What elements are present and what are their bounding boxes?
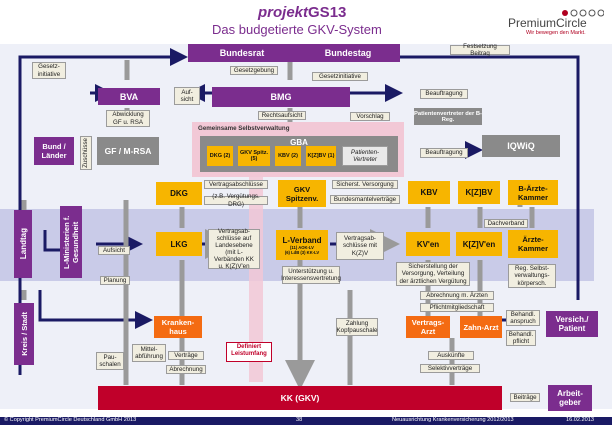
kzbv-box: K[Z]BV: [458, 181, 500, 204]
footer-date: 16.02.2013: [566, 417, 594, 423]
patientenvertreter-box: Patientenvertreter der B-Reg.: [414, 108, 482, 125]
planung-label: Planung: [100, 276, 130, 285]
l-verband-label: L-Verband: [282, 235, 322, 245]
footer-bar: © Copyright PremiumCircle Deutschland Gm…: [0, 417, 612, 425]
footer-copyright: © Copyright PremiumCircle Deutschland Gm…: [4, 417, 137, 423]
leistumfang-column: [249, 177, 263, 382]
dachverband-label: Dachverband: [484, 219, 528, 228]
vertragsab-kzv-label: Vertragsab-schlüsse mit K(Z)V: [336, 232, 384, 260]
zuschuesse-label: Zuschüsse: [80, 136, 92, 170]
zb-verguetungs-label: (z.B. Vergütungs. DRG): [204, 193, 268, 208]
gba-label: GBA: [290, 138, 308, 147]
vorschlag-label: Vorschlag: [350, 112, 390, 121]
vertragsab-landes-label: Vertragsab-schlüsse auf Landesebene (mit…: [208, 228, 260, 270]
rechtsaufsicht-label: Rechtsaufsicht: [258, 111, 306, 120]
l-verband-sub: (11) AOK-LV (6) LdB (3) KK-LV: [284, 244, 320, 255]
l-verband-box: L-Verband (11) AOK-LV (6) LdB (3) KK-LV: [276, 230, 328, 260]
festsetzung-beitrag-label: Festsetzung Beitrag: [450, 43, 510, 57]
sicherst-versorgung-label: Sicherst. Versorgung: [332, 180, 398, 189]
vertraege-label: Verträge: [168, 351, 204, 360]
abrechnung-aerzten-label: Abrechnung m. Ärzten: [420, 291, 494, 300]
footer-page: 38: [296, 417, 303, 423]
dkg-box: DKG: [156, 182, 202, 205]
zuschuesse-text: Zuschüsse: [82, 138, 90, 168]
behandl-anspruch-label: Behandl. anspruch: [506, 310, 540, 326]
gesetzinitiative-label: Gesetzinitiative: [312, 72, 368, 81]
beauftragung-top-label: Beauftragung: [420, 89, 468, 99]
beitraege-label: Beiträge: [510, 393, 540, 402]
vertragsabschluesse-label: Vertragsabschlüsse: [204, 180, 268, 189]
gemeinsame-selbstverwaltung-label: Gemeinsame Selbstverwaltung: [198, 125, 290, 132]
abwicklung-label: Abwicklung GF u. RSA: [106, 110, 150, 127]
b-aerzte-kammer-box: B-Ärzte-Kammer: [508, 180, 558, 205]
arbeitgeber-box: Arbeit-geber: [548, 385, 592, 411]
aerzte-kammer-box: Ärzte-Kammer: [508, 230, 558, 258]
pflichtmitgliedschaft-label: Pflichtmitgliedschaft: [420, 303, 494, 312]
gesetz-initiative-label: Gesetz-initiative: [32, 62, 66, 79]
pauschalen-label: Pau-schalen: [96, 352, 124, 370]
footer-topic: Neuausrichtung Krankenversicherung 2012/…: [392, 417, 514, 423]
gf-mrsa-box: GF / M-RSA: [97, 137, 159, 165]
logo-brand: PremiumCircle: [508, 16, 587, 30]
kven-box: KV'en: [406, 232, 450, 256]
gba-sub-patienten: Patienten-Vertreter: [342, 146, 388, 166]
page-title: projektGS13: [258, 5, 346, 20]
gba-sub-kzbv: K[Z]BV (1): [306, 146, 336, 166]
bundesrat-box: Bundesrat: [188, 44, 296, 62]
bva-box: BVA: [98, 88, 160, 105]
gkv-spitzenv-box: GKV Spitzenv.: [278, 180, 326, 207]
iqwig-box: IQWiQ: [482, 135, 560, 157]
logo-dots: [560, 5, 605, 17]
kreis-stadt-label: Kreis / Stadt: [19, 312, 29, 356]
title-prefix: projekt: [258, 4, 309, 21]
kk-gkv-box: KK (GKV): [98, 386, 502, 410]
aufsicht-bva-label: Auf-sicht: [174, 87, 200, 105]
versich-patient-box: Versich./ Patient: [546, 311, 598, 337]
gba-sub-kbv: KBV (2): [275, 146, 301, 166]
auskuenfte-label: Auskünfte: [428, 351, 474, 360]
kbv-box: KBV: [408, 181, 450, 204]
bmg-box: BMG: [212, 87, 350, 107]
circle-logo-icon: [562, 9, 605, 17]
aufsicht-left-label: Aufsicht: [98, 246, 130, 255]
abrechnung-label: Abrechnung: [166, 365, 206, 374]
lkg-box: LKG: [156, 232, 202, 256]
gesetzgebung-label: Gesetzgebung: [230, 66, 278, 75]
kzven-box: K[Z]V'en: [456, 232, 502, 256]
definiert-leistumfang-label: Definiert Leistumfang: [226, 342, 272, 362]
landtag-box: Landtag: [14, 210, 32, 278]
l-ministerien-box: L-Ministerien f. Gesundheit: [60, 206, 82, 278]
kreis-stadt-box: Kreis / Stadt: [14, 303, 34, 365]
gba-sub-dkg: DKG (2): [207, 146, 233, 166]
page-subtitle: Das budgetierte GKV-System: [212, 22, 382, 37]
title-suffix: GS13: [308, 4, 347, 21]
behandl-pflicht-label: Behandl. pflicht: [506, 330, 536, 346]
krankenhaus-box: Kranken-haus: [154, 316, 202, 338]
vertrags-arzt-box: Vertrags-Arzt: [406, 316, 450, 338]
selektivvertraege-label: Selektivverträge: [420, 364, 480, 373]
reg-selbstverwaltung-label: Reg. Selbst-verwaltungs-körpersch.: [508, 264, 556, 288]
gba-sub-gkv: GKV Spitz. (5): [238, 146, 270, 166]
zahlung-kopfpauschale-label: Zahlung Kopfpauschale: [336, 318, 378, 336]
bundestag-box: Bundestag: [296, 44, 400, 62]
bundesmantelvertraege-label: Bundesmantelverträge: [330, 195, 400, 204]
sicherstellung-label: Sicherstellung der Versorgung, Verteilun…: [396, 262, 470, 286]
unterstuetzung-label: Unterstützung u. Interessensvertretung: [281, 266, 341, 284]
l-ministerien-label: L-Ministerien f. Gesundheit: [62, 215, 80, 269]
beauftragung-gba-label: Beauftragung: [420, 148, 468, 158]
logo-tagline: Wir bewegen den Markt.: [526, 30, 586, 36]
zahn-arzt-box: Zahn-Arzt: [460, 316, 502, 338]
mittelabfuehrung-label: Mittel-abführung: [132, 344, 166, 362]
landtag-label: Landtag: [18, 228, 28, 260]
bund-laender-box: Bund / Länder: [34, 137, 74, 165]
